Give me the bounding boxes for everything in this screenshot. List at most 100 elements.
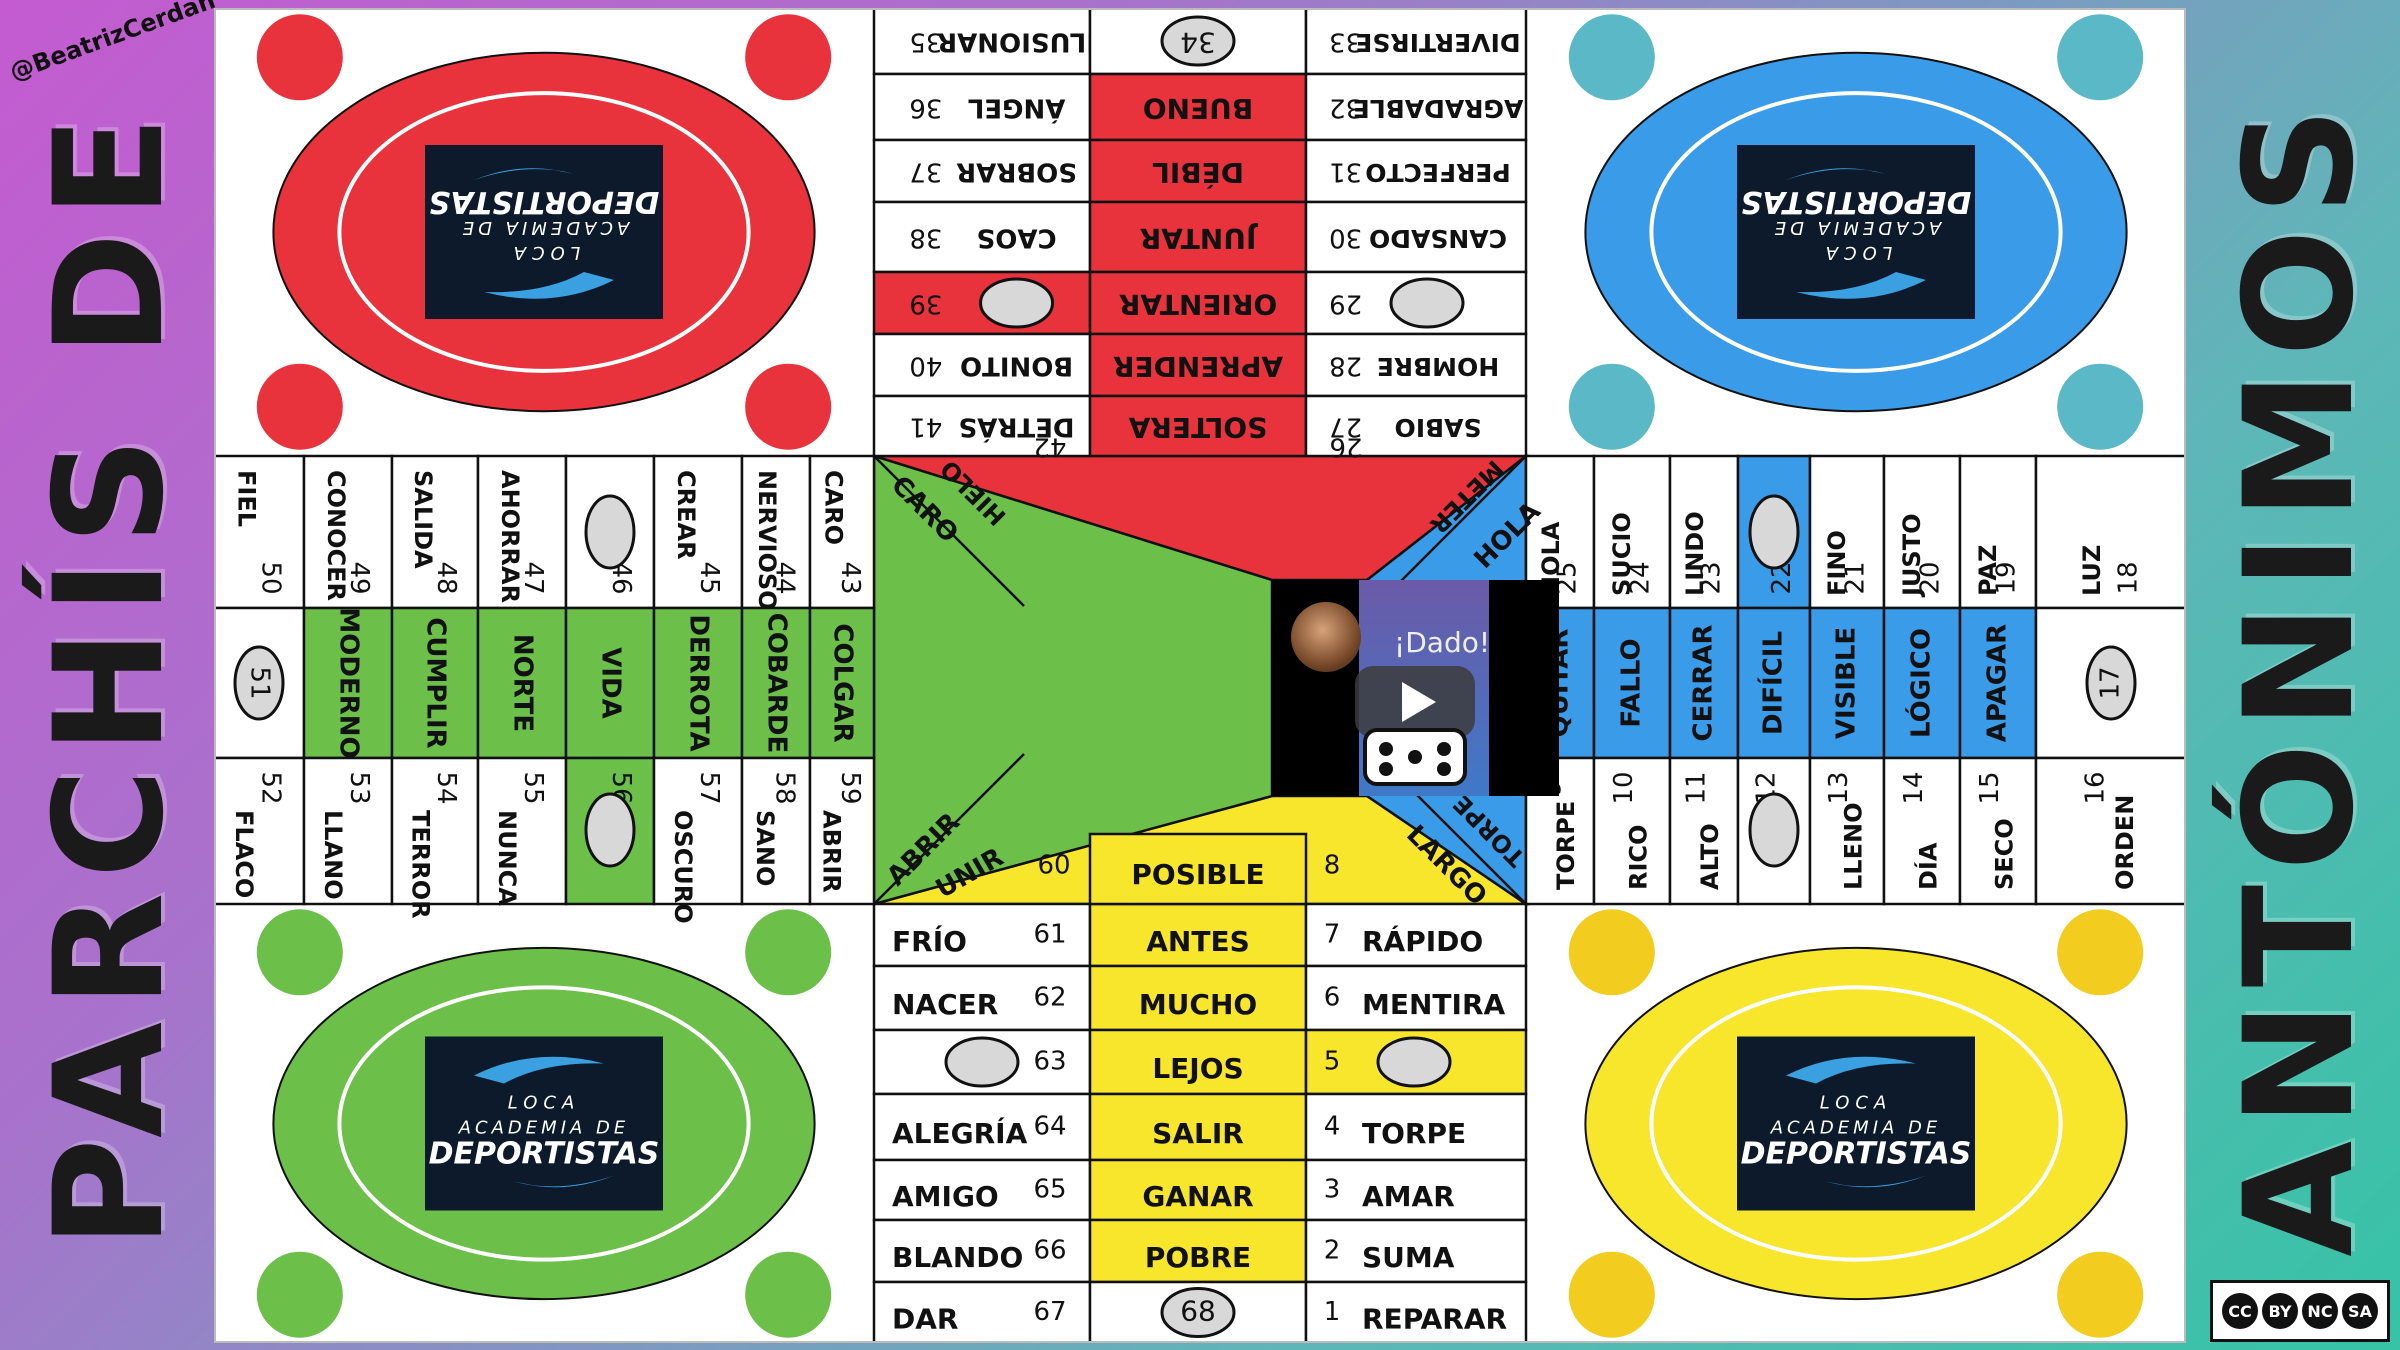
home-column-label: VISIBLE: [1832, 627, 1862, 739]
square-label: TORPE: [1552, 801, 1580, 890]
logo-line1: LOCA: [508, 242, 581, 263]
square-number: 50: [255, 561, 285, 594]
square-label: SALIDA: [409, 470, 437, 569]
track-square: [1668, 756, 1740, 906]
square-label: FINO: [1823, 530, 1851, 596]
square-number: 13: [1824, 771, 1854, 804]
square-number: 18: [2114, 561, 2144, 594]
square-label: SOBRAR: [956, 157, 1077, 187]
square-number: 53: [344, 771, 374, 804]
square-label: DÍA: [1914, 842, 1943, 890]
home-token-blue: [1568, 14, 1655, 101]
square-number: 64: [1033, 1112, 1066, 1142]
square-number: 1: [1324, 1297, 1341, 1327]
track-square: [1304, 1158, 1528, 1222]
track-square: [872, 1280, 1092, 1343]
corner-divider: [873, 753, 1025, 905]
logo-line1: LOCA: [1820, 242, 1893, 263]
logo-line2: ACADEMIA DE: [1770, 1118, 1942, 1139]
home-column-label: POBRE: [1145, 1241, 1251, 1274]
safe-spot-icon: [1160, 1287, 1236, 1338]
square-label: DAR: [892, 1303, 958, 1336]
square-label: PERFECTO: [1365, 158, 1510, 187]
square-label: ORDEN: [2111, 795, 2139, 890]
square-label: SANO: [751, 810, 779, 886]
square-label: ILUSIONAR: [937, 27, 1096, 57]
logo-line3: DEPORTISTAS: [1741, 1137, 1972, 1172]
home-token-red: [745, 14, 832, 101]
logo-swoosh-icon: [1826, 1175, 1926, 1188]
square-label: CAOS: [977, 223, 1057, 253]
track-square: [1958, 454, 2038, 610]
square-number: 2: [1324, 1236, 1341, 1266]
track-square: [652, 454, 744, 610]
square-number: 37: [909, 157, 942, 187]
home-column-square: [476, 606, 568, 760]
home-column-label: LEJOS: [1152, 1052, 1243, 1085]
square-label: CANSADO: [1369, 224, 1507, 253]
track-square: [872, 1218, 1092, 1284]
home-token-green: [745, 1251, 832, 1338]
track-square: [1304, 1092, 1528, 1162]
square-number: 58: [770, 771, 800, 804]
square-number: 4: [1324, 1112, 1341, 1142]
square-number: 19: [1992, 561, 2022, 594]
home-column-label: SOLTERA: [1128, 411, 1267, 444]
play-button[interactable]: [1355, 666, 1475, 738]
square-label: NUNCA: [493, 810, 521, 906]
dice-video[interactable]: ¡Dado!: [1271, 580, 1559, 796]
track-square: [1304, 138, 1528, 204]
square-label: CARO: [819, 470, 847, 545]
square-number: 61: [1033, 920, 1066, 950]
square-number: 44: [770, 561, 800, 594]
track-square: [2034, 756, 2186, 906]
home-column-square: [1088, 832, 1308, 906]
home-column-label: COLGAR: [828, 623, 858, 742]
square-number: 21: [1840, 561, 1870, 594]
home-column-square: [1088, 1092, 1308, 1162]
track-square: [390, 454, 480, 610]
square-number: 40: [909, 351, 942, 381]
logo-swoosh-icon: [1786, 1056, 1916, 1084]
square-label: SUMA: [1362, 1241, 1455, 1274]
square-number: 32: [1329, 93, 1362, 123]
square-label: FIEL: [233, 470, 261, 527]
square-label: DETRÁS: [959, 412, 1075, 444]
track-square: [872, 1092, 1092, 1162]
square-number: 34: [1180, 26, 1216, 59]
track-square: [1304, 332, 1528, 398]
square-label: SUCIO: [1608, 512, 1636, 596]
square-label: CREAR: [672, 470, 700, 560]
logo-swoosh-icon: [474, 168, 574, 180]
home-column-label: APAGAR: [1983, 624, 2013, 742]
square-label: AHORRAR: [496, 470, 524, 603]
track-square: [872, 138, 1092, 204]
square-number: 68: [1180, 1295, 1216, 1328]
square-label: TERROR: [407, 810, 435, 919]
square-number: 62: [1033, 983, 1066, 1013]
square-number: 38: [909, 223, 942, 253]
square-number: 52: [255, 771, 285, 804]
safe-spot-icon: [1389, 277, 1465, 329]
square-label: FRÍO: [892, 924, 967, 958]
title-right: ANTÓNIMOS: [2213, 93, 2387, 1257]
home-column-label: CUMPLIR: [421, 617, 451, 748]
square-number: 5: [1324, 1047, 1341, 1077]
square-label: BONITO: [960, 351, 1073, 381]
square-label: MENTIRA: [1362, 988, 1506, 1021]
square-number: 49: [344, 561, 374, 594]
square-number: 35: [909, 27, 942, 57]
home-token-yellow: [1568, 909, 1655, 996]
square-number: 3: [1324, 1175, 1341, 1205]
square-number: 26: [1329, 432, 1362, 462]
logo-swoosh-icon: [1796, 272, 1926, 299]
home-column-label: BUENO: [1143, 92, 1253, 125]
square-label: RÁPIDO: [1362, 924, 1483, 958]
square-label: PAZ: [1974, 545, 2002, 596]
corner-divider: [873, 455, 1025, 607]
home-column-label: MUCHO: [1139, 988, 1257, 1021]
square-label: HOMBRE: [1377, 352, 1499, 381]
